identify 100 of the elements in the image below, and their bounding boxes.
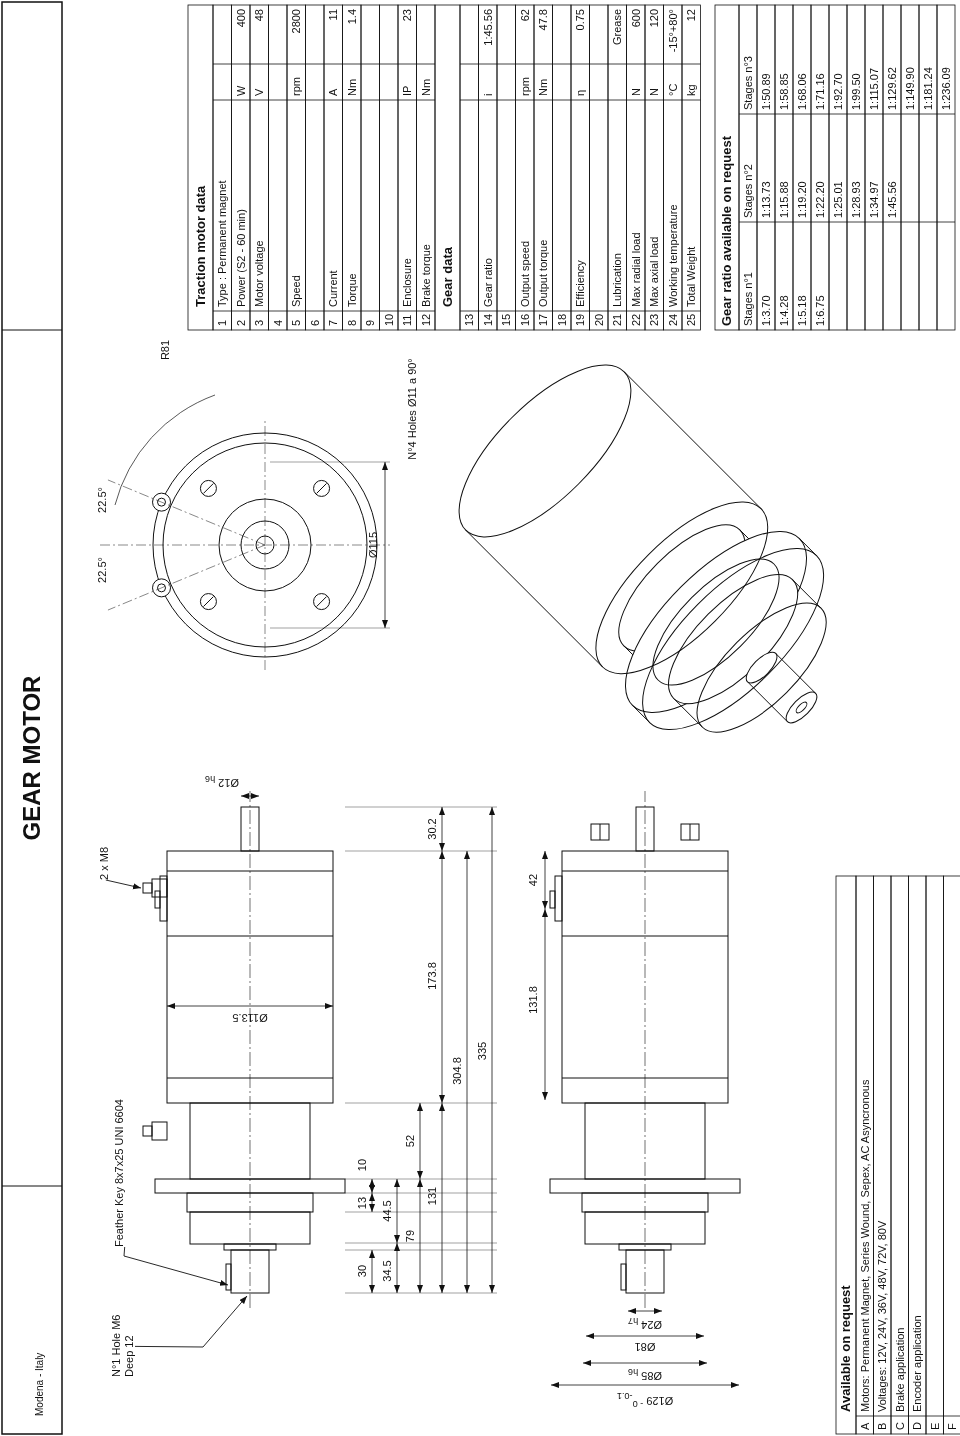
angle-label: 22.5° — [95, 557, 109, 583]
unit-label: i — [481, 93, 495, 96]
unit-label: Nm — [419, 78, 433, 96]
ratio-value: 1:92.70 — [831, 73, 845, 110]
row-number: 5 — [289, 319, 303, 326]
row-number: 22 — [629, 313, 643, 326]
callout-text: 2 x M8 — [98, 847, 111, 880]
location-text: Modena - Italy — [34, 1352, 46, 1416]
dimension-label: Ø81 — [634, 1340, 656, 1354]
row-number: 2 — [234, 319, 248, 326]
parameter-value: 400 — [234, 9, 248, 28]
unit-label: η — [573, 89, 587, 96]
parameter-name: Working temperature — [666, 204, 680, 307]
parameter-name: Efficiency — [573, 260, 587, 307]
dimension-label: Ø115 — [366, 531, 380, 559]
table-heading: Traction motor data — [193, 185, 208, 307]
ratio-value: 1:45.56 — [885, 181, 899, 218]
column-heading: Stages n°2 — [741, 164, 755, 218]
callout-text: Feather Key 8x7x25 UNI 6604 — [113, 1099, 126, 1247]
parameter-value: 1:45.56 — [481, 9, 495, 46]
ratio-value: 1:181.24 — [921, 67, 935, 110]
row-number: 24 — [666, 313, 680, 326]
parameter-name: Current — [326, 270, 340, 307]
row-number: 17 — [536, 313, 550, 326]
dimension-label: 30.2 — [425, 818, 439, 840]
parameter-name: Motor voltage — [252, 240, 266, 307]
dimension-label: 44.5 — [380, 1200, 394, 1222]
unit-label: °C — [666, 83, 680, 96]
row-number: 13 — [462, 313, 476, 326]
unit-label: rpm — [518, 77, 532, 96]
parameter-value: 600 — [629, 9, 643, 28]
parameter-name: Lubrication — [610, 253, 624, 307]
row-number: 20 — [592, 313, 606, 326]
unit-label: kg — [684, 84, 698, 96]
row-number: 14 — [481, 313, 495, 326]
row-number: 16 — [518, 313, 532, 326]
parameter-name: Gear ratio — [481, 258, 495, 307]
ratio-value: 1:22.20 — [813, 181, 827, 218]
parameter-value: 47.8 — [536, 9, 550, 31]
column-heading: Stages n°1 — [741, 272, 755, 326]
dimension-label: Ø113.5 — [232, 1011, 268, 1025]
ratio-value: 1:28.93 — [849, 181, 863, 218]
row-number: 1 — [215, 319, 229, 326]
row-letter: B — [875, 1422, 889, 1430]
table-heading: Available on request — [838, 1285, 854, 1412]
row-number: 3 — [252, 319, 266, 326]
table-heading: Gear data — [440, 247, 455, 307]
ratio-value: 1:25.01 — [831, 181, 845, 218]
ratio-value: 1:236.09 — [939, 67, 953, 110]
parameter-name: Output torque — [536, 239, 550, 307]
row-letter: C — [893, 1422, 907, 1430]
dimension-label: 335 — [475, 1041, 489, 1061]
dimension-label: 30 — [355, 1264, 369, 1278]
row-letter: A — [858, 1422, 872, 1430]
dimension-label: 304.8 — [450, 1057, 464, 1085]
table-heading: Gear ratio available on request — [719, 135, 735, 326]
ratio-value: 1:149.90 — [903, 67, 917, 110]
option-text: Motors: Permanent Magnet, Series Wound, Sepex, AC Asyncronous — [858, 1079, 872, 1412]
parameter-name: Max radial load — [629, 232, 643, 307]
dimension-label: 13 — [355, 1196, 369, 1210]
ratio-value: 1:129.62 — [885, 67, 899, 110]
row-number: 9 — [363, 319, 377, 326]
unit-label: rpm — [289, 77, 303, 96]
ratio-value: 1:58.85 — [777, 73, 791, 110]
row-number: 23 — [647, 313, 661, 326]
ratio-value: 1:99.50 — [849, 73, 863, 110]
row-number: 11 — [400, 314, 414, 326]
row-letter: D — [910, 1422, 924, 1430]
parameter-value: 62 — [518, 9, 532, 22]
row-number: 7 — [326, 319, 340, 326]
parameter-name: Power (S2 - 60 min) — [234, 209, 248, 307]
dimension-label: 52 — [403, 1134, 417, 1148]
parameter-value: 2800 — [289, 9, 303, 34]
unit-label: N — [647, 88, 661, 96]
ratio-value: 1:34.97 — [867, 181, 881, 218]
callout-text: N°1 Hole M6 Deep 12 — [110, 1309, 136, 1377]
parameter-value: 23 — [400, 9, 414, 22]
title: GEAR MOTOR — [18, 675, 46, 841]
angle-label: 22.5° — [95, 487, 109, 513]
unit-label: V — [252, 88, 266, 96]
parameter-name: Type : Permanent magnet — [215, 180, 229, 307]
parameter-value: 12 — [684, 9, 698, 22]
parameter-value: -15°+80° — [666, 9, 680, 53]
parameter-name: Enclosure — [400, 258, 414, 307]
ratio-value: 1:6.75 — [813, 295, 827, 326]
parameter-value: Grease — [610, 9, 624, 46]
ratio-value: 1:4.28 — [777, 295, 791, 326]
unit-label: A — [326, 88, 340, 96]
dimension-label: 10 — [355, 1158, 369, 1172]
unit-label: IP — [400, 85, 414, 96]
note-text: N°4 Holes Ø11 a 90° — [405, 358, 419, 460]
row-number: 19 — [573, 313, 587, 326]
dimension-label: 173.8 — [425, 962, 439, 990]
unit-label: Nm — [536, 78, 550, 96]
unit-label: Nm — [345, 78, 359, 96]
parameter-name: Max axial load — [647, 236, 661, 307]
row-number: 4 — [271, 319, 285, 326]
dimension-label: 34.5 — [380, 1260, 394, 1282]
ratio-value: 1:50.89 — [759, 73, 773, 110]
option-text: Voltages: 12V, 24V, 36V, 48V, 72V, 80V — [875, 1220, 889, 1412]
